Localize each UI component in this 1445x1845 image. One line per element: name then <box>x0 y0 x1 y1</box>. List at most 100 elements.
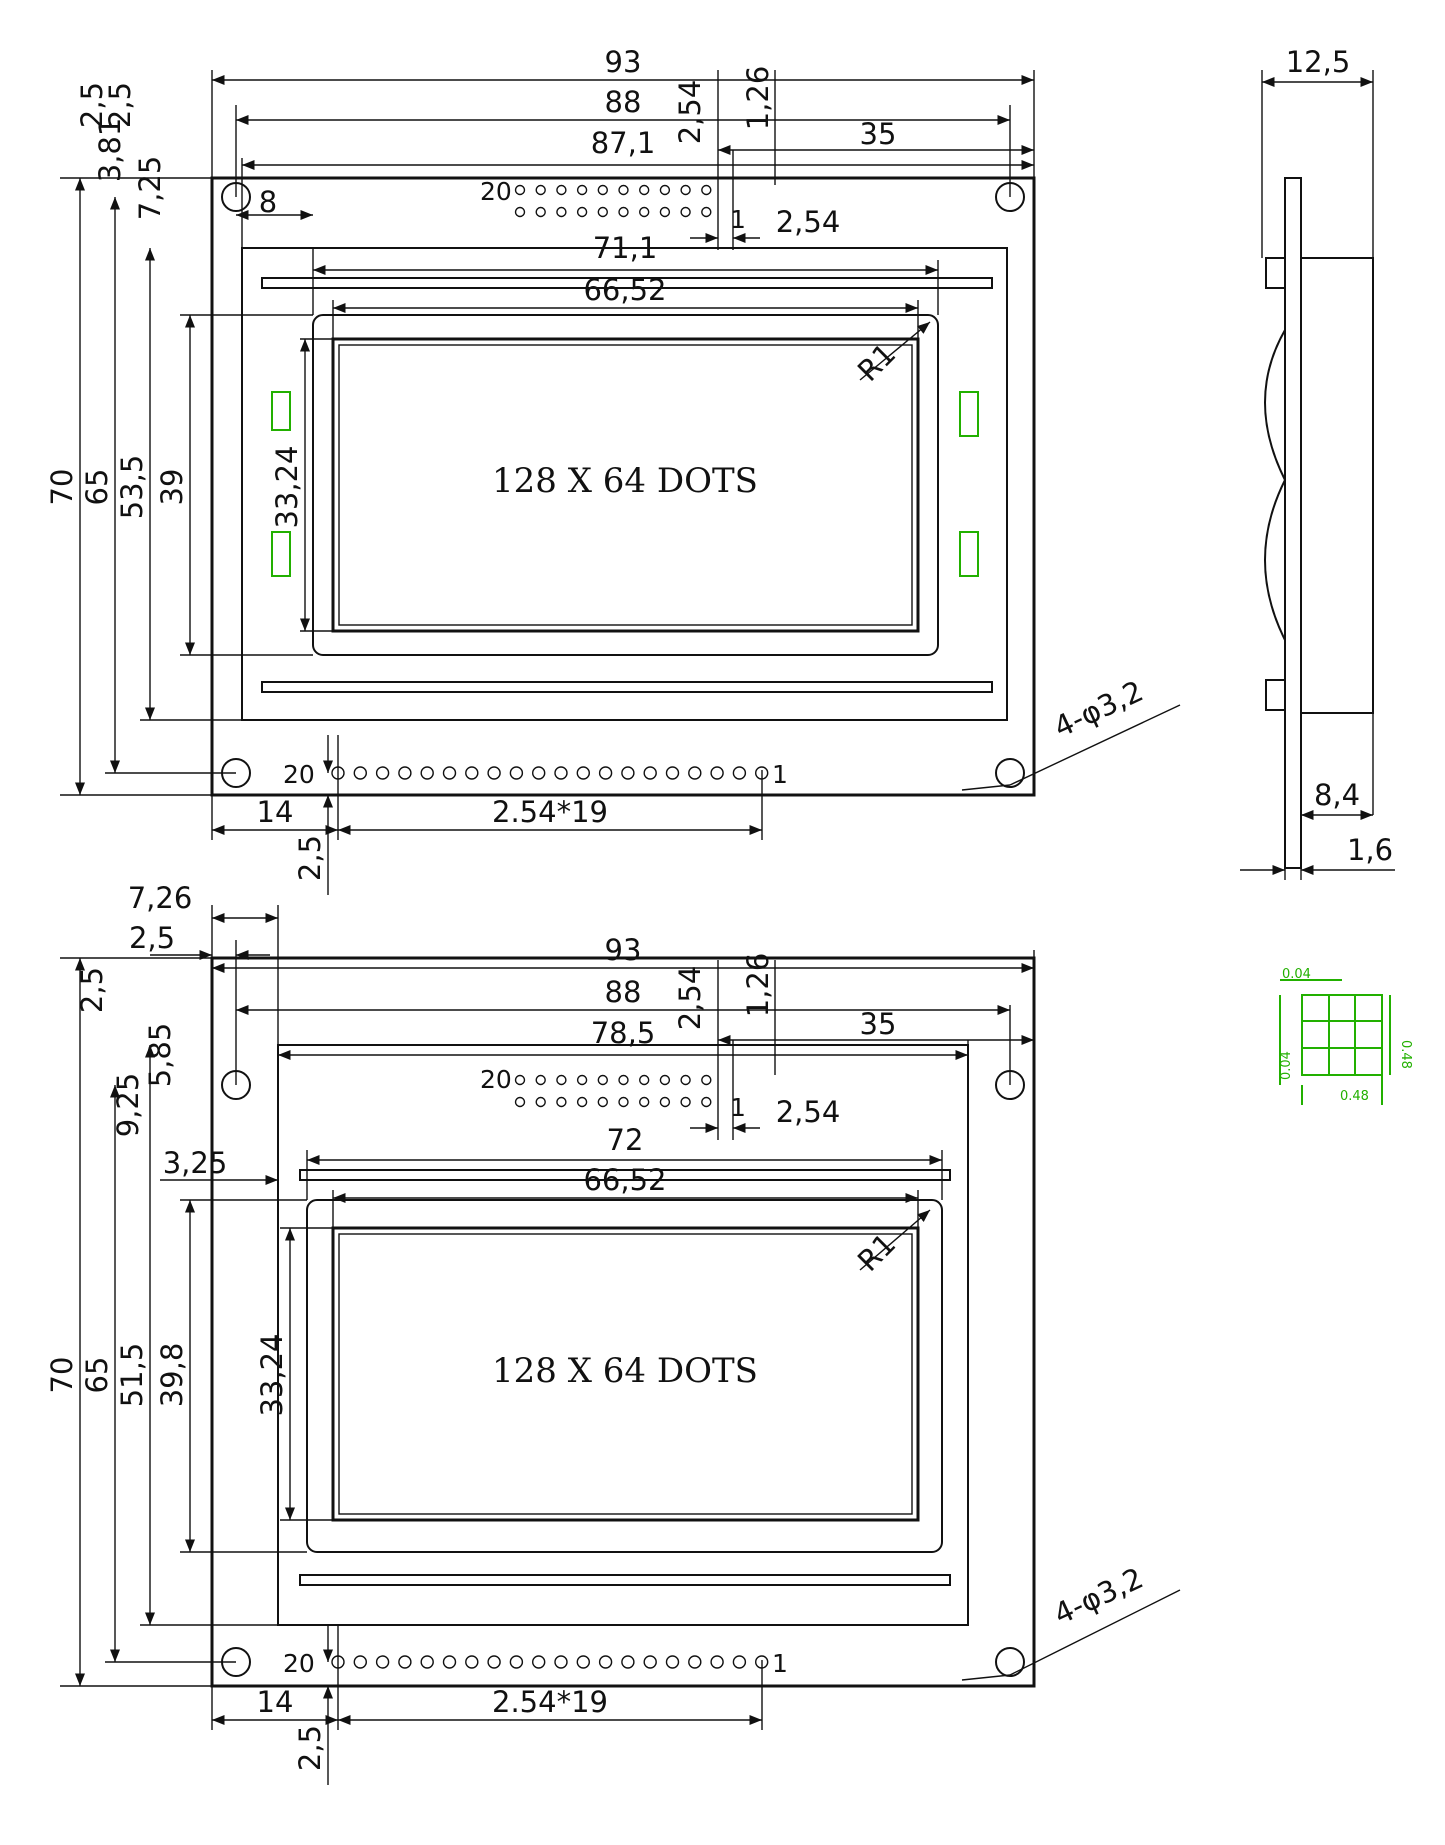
dim-14: 14 <box>257 795 294 829</box>
pcb-outline <box>210 956 1036 1688</box>
pin <box>353 766 367 780</box>
pin <box>554 1655 568 1669</box>
dim-pitch: 2.54*19 <box>492 1685 608 1719</box>
pin <box>643 1655 657 1669</box>
dot-grid <box>1301 994 1383 1076</box>
dim-35: 35 <box>860 1007 897 1041</box>
pin <box>576 206 588 218</box>
dim-66-52: 66,52 <box>583 273 666 307</box>
dim-65: 65 <box>80 469 114 506</box>
pin <box>732 766 747 780</box>
dim-65: 65 <box>80 1357 114 1394</box>
dim-71-1: 71,1 <box>593 231 658 265</box>
pin <box>535 1074 546 1086</box>
dim-1-6: 1,6 <box>1347 833 1393 867</box>
pin <box>465 766 479 780</box>
dim-7-26: 7,26 <box>128 881 193 915</box>
pin-label-20: 20 <box>283 760 315 789</box>
dim-93: 93 <box>605 933 642 967</box>
pin <box>514 1096 526 1108</box>
pin <box>535 184 546 196</box>
dim-88: 88 <box>605 975 642 1009</box>
pin <box>554 766 568 780</box>
pin-header-2row <box>514 184 712 218</box>
dot-detail: 0.04 0.48 0.04 0.48 <box>1279 967 1413 1105</box>
dim-2-5: 2,5 <box>75 82 109 128</box>
pin <box>598 766 613 780</box>
pin <box>442 1655 457 1669</box>
dim-39: 39 <box>155 469 189 506</box>
pin <box>618 206 629 218</box>
side-tab <box>1265 257 1286 289</box>
pin <box>556 1074 567 1086</box>
pin <box>556 1096 567 1108</box>
pin <box>621 766 635 780</box>
pcb-outline <box>210 176 1036 797</box>
pin <box>618 1074 629 1086</box>
pin <box>597 206 608 218</box>
dim-2-5b: 2,5 <box>293 1725 327 1771</box>
dim-1-26: 1,26 <box>741 953 775 1018</box>
dim-12-5: 12,5 <box>1286 45 1351 79</box>
viewing-area <box>312 314 939 656</box>
dim-70: 70 <box>45 1357 79 1394</box>
pin <box>639 206 650 218</box>
green-pad <box>271 391 291 431</box>
mounting-hole <box>995 758 1025 788</box>
pin <box>487 766 501 780</box>
pin <box>688 766 702 780</box>
pin <box>465 1655 479 1669</box>
side-bulge <box>1264 329 1287 641</box>
pin <box>398 1655 412 1669</box>
bezel-frame <box>277 1044 969 1626</box>
dim-2-54-pin: 2,54 <box>776 205 841 239</box>
dim-2-5c: 2,5 <box>293 835 327 881</box>
pin <box>535 206 546 218</box>
pin-label-1: 1 <box>772 1649 788 1678</box>
pin <box>576 766 590 780</box>
dim-7-25: 7,25 <box>133 156 167 221</box>
pin <box>375 766 390 780</box>
dim-33-24: 33,24 <box>255 1333 289 1416</box>
pin-header-1row <box>331 766 769 780</box>
pin <box>420 766 434 780</box>
bottom-bar <box>261 681 993 693</box>
pin <box>680 1096 691 1108</box>
side-module <box>1300 257 1374 714</box>
pin <box>665 1655 680 1669</box>
pin <box>514 206 526 218</box>
pin <box>701 1074 712 1086</box>
pin-header-2row <box>514 1074 712 1108</box>
pin-label-1: 1 <box>772 760 788 789</box>
pin <box>597 184 608 196</box>
pin <box>659 184 671 196</box>
dim-0-48-right: 0.48 <box>1398 1040 1413 1069</box>
pin <box>532 766 546 780</box>
mounting-hole <box>995 1647 1025 1677</box>
pin <box>487 1655 501 1669</box>
pin <box>621 1655 635 1669</box>
green-pad <box>271 531 291 577</box>
holes-label: 4-φ3,2 <box>1049 1561 1149 1632</box>
pin <box>639 184 650 196</box>
pin <box>701 184 712 196</box>
bezel-frame <box>241 247 1008 721</box>
pin <box>618 184 629 196</box>
side-view: 12,5 8,4 1,6 <box>1240 45 1395 880</box>
pin <box>598 1655 613 1669</box>
pin <box>618 1096 629 1108</box>
dim-2-5: 2,5 <box>129 921 175 955</box>
dim-0-48-bottom: 0.48 <box>1340 1089 1369 1104</box>
dim-2-5: 2,5 <box>75 967 109 1013</box>
dim-78-5: 78,5 <box>591 1016 656 1050</box>
dim-2-5b: 2,5 <box>103 82 137 128</box>
pin-label-20: 20 <box>480 177 512 206</box>
pin <box>710 766 724 780</box>
pin <box>701 1096 712 1108</box>
dim-2-54-top: 2,54 <box>673 966 707 1031</box>
dim-14: 14 <box>257 1685 294 1719</box>
pin <box>532 1655 546 1669</box>
pin <box>514 184 526 196</box>
active-area <box>331 1226 920 1522</box>
active-area-inner <box>338 1233 913 1515</box>
